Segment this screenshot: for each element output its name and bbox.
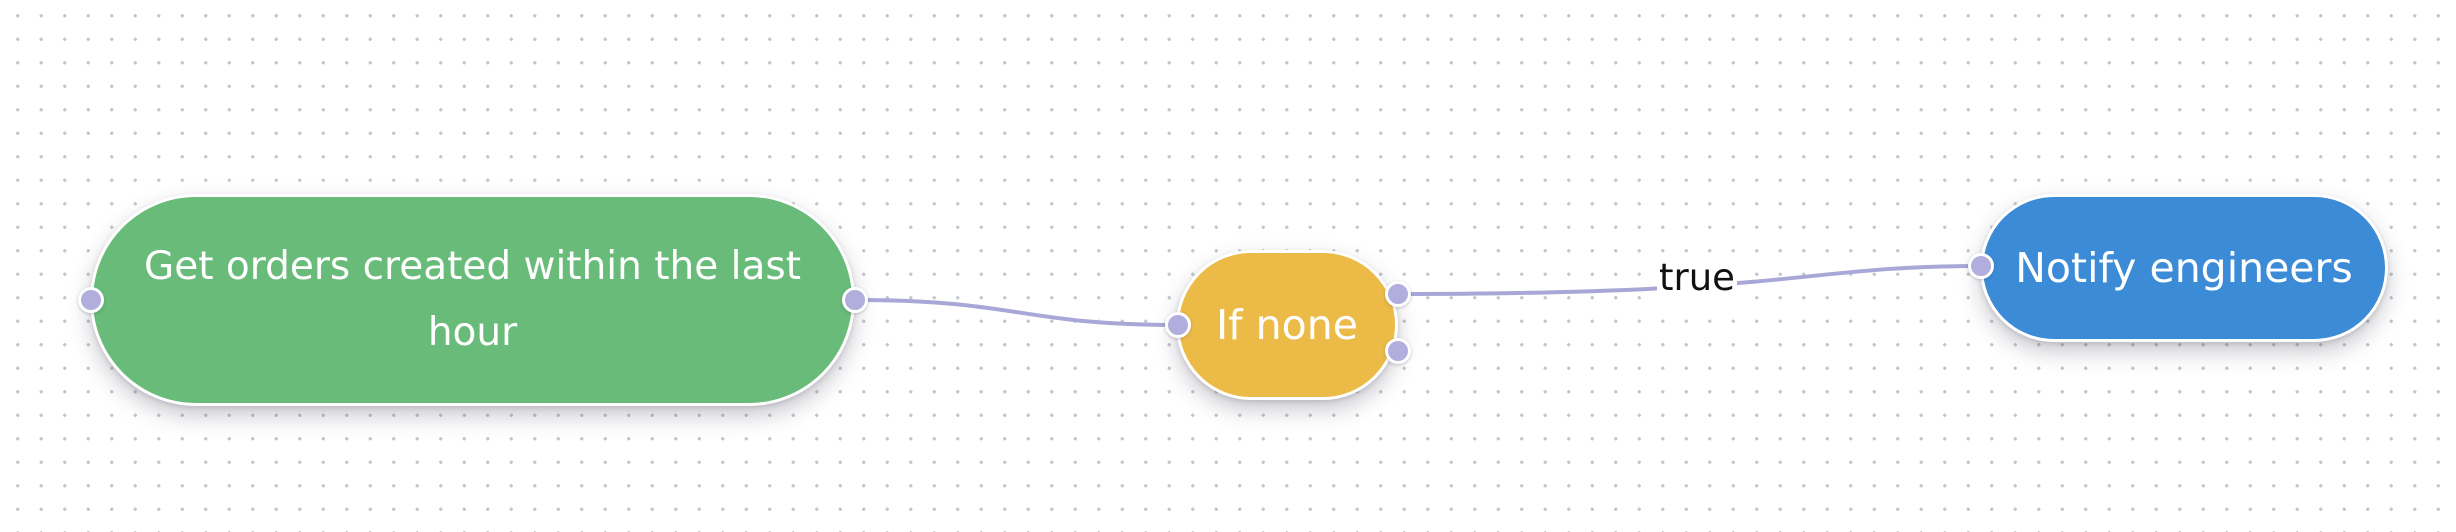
edge-if-none-to-notify[interactable] — [1397, 264, 1983, 296]
port-if-none-true-output[interactable] — [1385, 281, 1411, 307]
node-get-orders[interactable]: Get orders created within the last hour — [90, 194, 855, 406]
edge-label-true: true — [1657, 254, 1737, 302]
port-if-none-false-output[interactable] — [1385, 338, 1411, 364]
node-notify-engineers-label: Notify engineers — [2015, 244, 2353, 292]
port-notify-engineers-input[interactable] — [1968, 253, 1994, 279]
node-if-none-label: If none — [1216, 301, 1358, 349]
port-get-orders-input[interactable] — [78, 287, 104, 313]
port-get-orders-output[interactable] — [842, 287, 868, 313]
port-if-none-input[interactable] — [1165, 312, 1191, 338]
node-if-none[interactable]: If none — [1176, 250, 1398, 400]
node-notify-engineers[interactable]: Notify engineers — [1980, 194, 2388, 342]
node-get-orders-label: Get orders created within the last hour — [143, 244, 801, 355]
edge-get-orders-to-if-none[interactable] — [854, 298, 1179, 327]
